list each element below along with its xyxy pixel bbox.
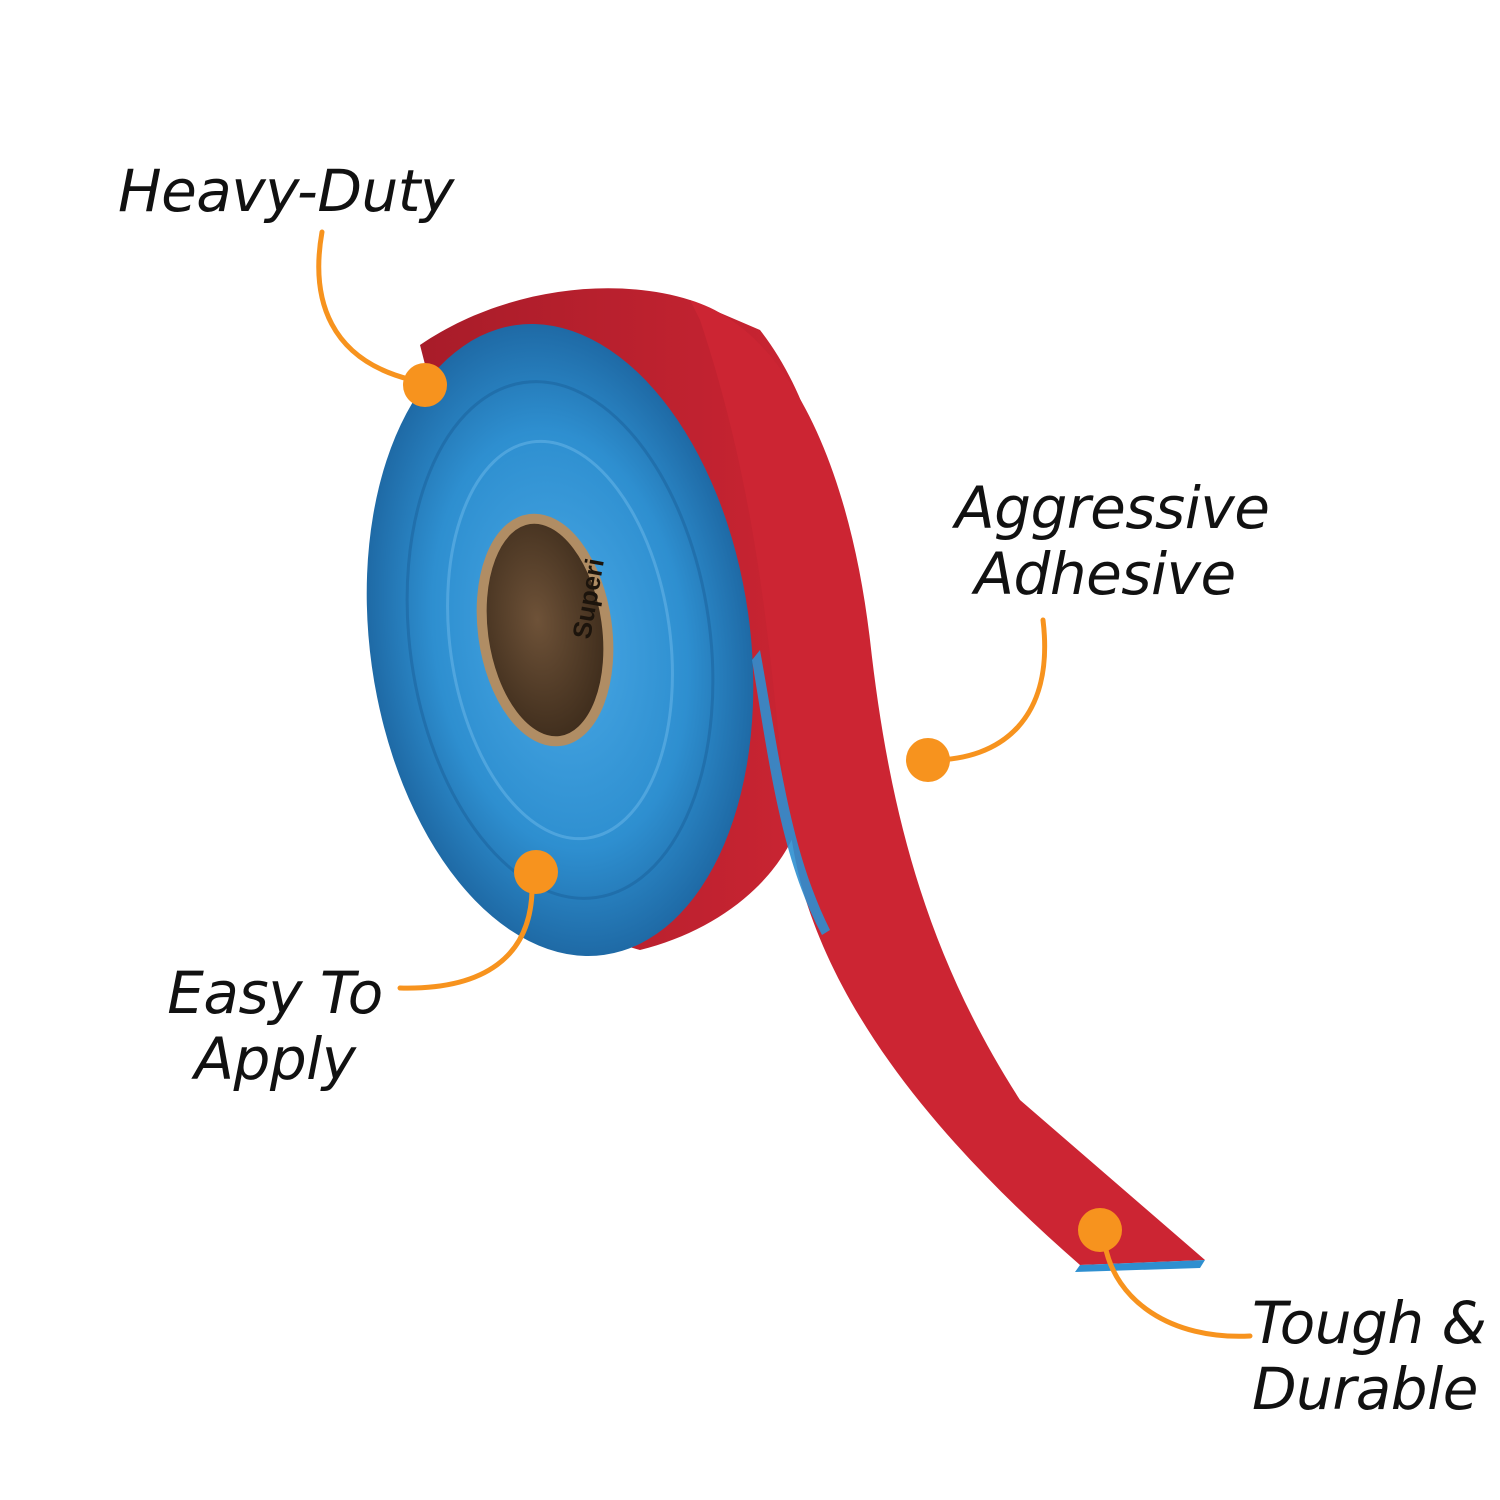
callout-leaders: [316, 229, 1253, 1339]
leader-tough-durable: [1102, 1242, 1253, 1339]
callout-tough-line2: Durable: [1252, 1355, 1478, 1423]
callout-easy-line1: Easy To: [167, 959, 383, 1027]
callout-easy-to-apply: Easy To Apply: [160, 960, 390, 1092]
callout-tough-line1: Tough &: [1252, 1289, 1487, 1357]
roll-core: [481, 518, 609, 742]
callout-heavy-duty-line1: Heavy-Duty: [118, 157, 454, 225]
leader-easy-to-apply: [397, 877, 535, 991]
callout-aggressive-line1: Aggressive: [955, 474, 1270, 542]
callout-dots: [403, 363, 1122, 1252]
tape-strip-edge: [1075, 1260, 1205, 1272]
leader-aggressive-adhesive: [929, 617, 1047, 763]
dot-tough-durable: [1078, 1208, 1122, 1252]
callout-heavy-duty: Heavy-Duty: [118, 158, 454, 224]
roll-face-ring: [405, 380, 715, 900]
dot-easy-to-apply: [514, 850, 558, 894]
dot-aggressive-adhesive: [906, 738, 950, 782]
leader-heavy-duty: [316, 229, 415, 383]
callout-aggressive-line2: Adhesive: [974, 540, 1236, 608]
roll-core-rim: [476, 513, 614, 747]
callout-easy-line2: Apply: [194, 1025, 356, 1093]
callout-tough-durable: Tough & Durable: [1252, 1289, 1487, 1423]
tape-strip: [690, 300, 1205, 1265]
tape-strip-underside: [752, 650, 830, 935]
roll-face-ring: [446, 439, 674, 841]
dot-heavy-duty: [403, 363, 447, 407]
callout-aggressive-adhesive: Aggressive Adhesive: [955, 474, 1270, 608]
